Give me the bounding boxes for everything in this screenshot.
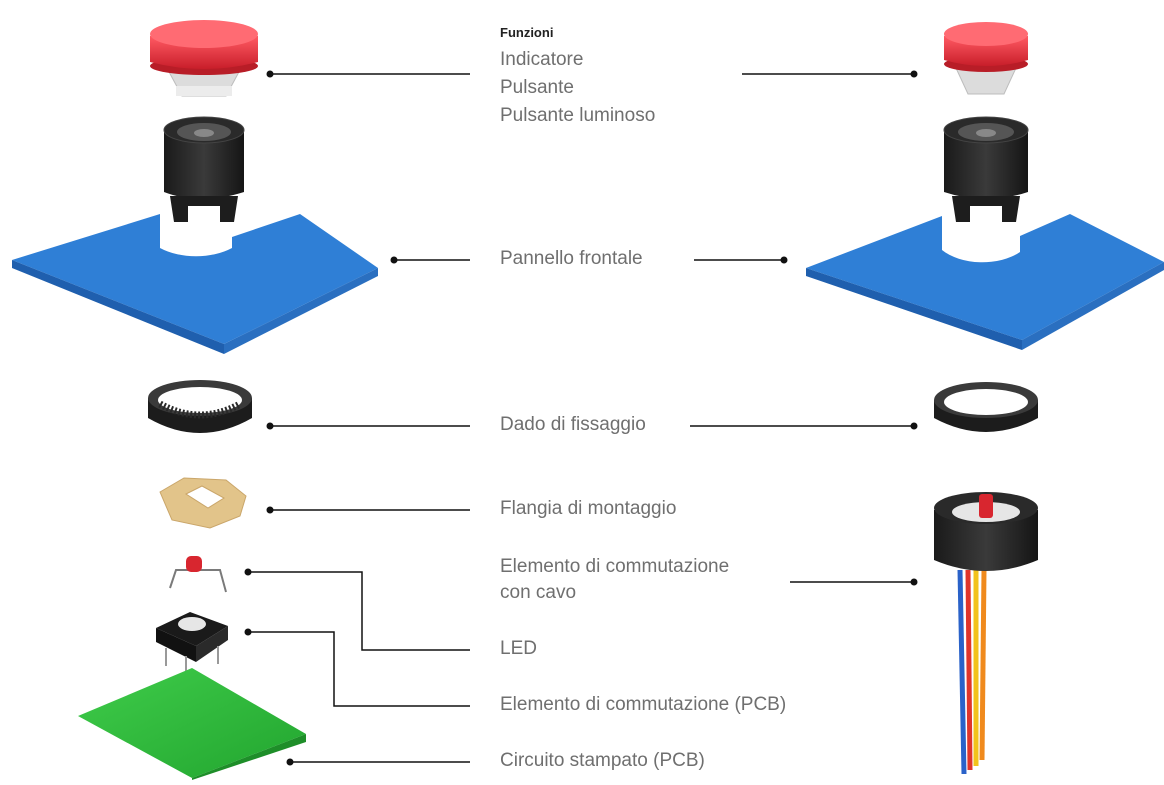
label-led: LED bbox=[500, 638, 537, 659]
label-switch-cable-line1: Elemento di commutazione bbox=[500, 556, 730, 577]
functions-heading: Funzioni bbox=[500, 25, 554, 40]
left-pcb-board bbox=[78, 668, 306, 780]
left-mounting-flange bbox=[159, 477, 247, 529]
label-switch-cable-line2: con cavo bbox=[500, 582, 577, 603]
left-housing bbox=[163, 116, 245, 222]
label-front-panel: Pannello frontale bbox=[500, 248, 643, 269]
leader-dots bbox=[244, 70, 918, 766]
label-switch-pcb: Elemento di commutazione (PCB) bbox=[500, 694, 787, 715]
left-fixing-nut bbox=[148, 380, 252, 433]
label-pcb: Circuito stampato (PCB) bbox=[500, 750, 705, 771]
right-front-panel bbox=[806, 214, 1164, 350]
left-switching-element bbox=[156, 612, 228, 676]
right-fixing-nut bbox=[934, 382, 1038, 432]
right-button-cap bbox=[944, 22, 1028, 95]
leader-lines bbox=[248, 73, 914, 763]
left-button-cap bbox=[150, 20, 258, 97]
label-mounting-flange: Flangia di montaggio bbox=[500, 498, 677, 519]
left-led bbox=[169, 556, 227, 593]
function-item-pushbutton: Pulsante bbox=[500, 77, 574, 98]
right-switch-with-cable bbox=[934, 492, 1038, 775]
function-item-indicator: Indicatore bbox=[500, 49, 584, 70]
right-housing bbox=[943, 116, 1029, 222]
function-item-illuminated-pushbutton: Pulsante luminoso bbox=[500, 105, 656, 126]
left-front-panel bbox=[12, 214, 378, 354]
label-fixing-nut: Dado di fissaggio bbox=[500, 414, 646, 435]
